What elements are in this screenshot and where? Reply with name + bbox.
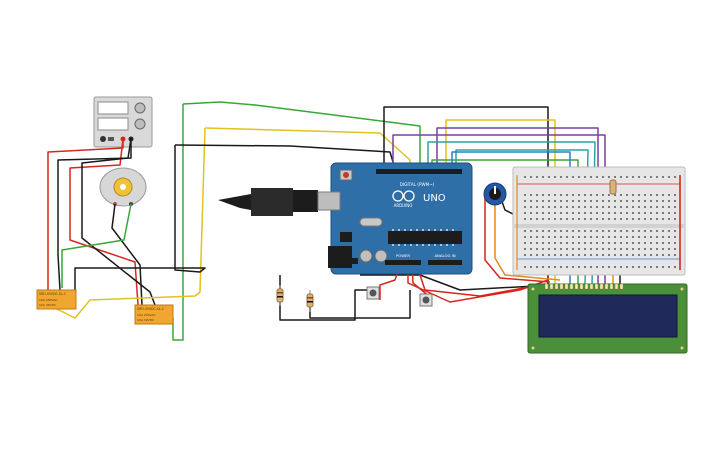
arduino-uno-board: DIGITAL (PWM~) ARDUINO UNO POWER ANALOG … <box>218 162 473 275</box>
usb-cable <box>218 194 251 210</box>
power-header-label: POWER <box>396 253 410 258</box>
breadboard-bottom-rows <box>520 230 678 260</box>
lcd-pin-header <box>544 283 624 290</box>
dc-motor <box>99 167 147 207</box>
relay-2-rating-dc: 10A 30VDC <box>137 318 154 322</box>
breadboard-bottom-rail <box>520 262 678 271</box>
microcontroller-chip <box>388 231 462 244</box>
breadboard <box>512 166 686 276</box>
crystal <box>359 217 383 227</box>
arduino-logo-text: ARDUINO <box>394 203 413 208</box>
capacitor <box>359 249 373 263</box>
usb-cable-connector <box>251 188 293 216</box>
relay-2: SRD-05VDC-SL-C 10A 250VAC 10A 30VDC <box>134 304 174 325</box>
resistor-1 <box>276 285 284 306</box>
relay-2-title: SRD-05VDC-SL-C <box>137 307 165 311</box>
pushbutton-2[interactable] <box>419 293 433 307</box>
usb-cable-plug <box>292 190 318 212</box>
digital-header-label: DIGITAL (PWM~) <box>400 182 435 187</box>
lcd-resistor <box>609 179 617 195</box>
power-supply <box>93 96 153 148</box>
digital-header[interactable] <box>376 169 462 174</box>
lcd-screen <box>538 294 678 338</box>
capacitor <box>374 249 388 263</box>
potentiometer[interactable] <box>483 182 507 206</box>
pushbutton-1[interactable] <box>366 286 380 300</box>
potentiometer-knob-icon <box>494 186 496 194</box>
supply-display-bottom <box>97 117 129 131</box>
supply-display-top <box>97 101 129 115</box>
supply-knob-icon[interactable] <box>134 102 146 114</box>
arduino-logo-icon <box>392 190 404 202</box>
resistor-2 <box>306 290 314 312</box>
board-model-label: UNO <box>423 193 446 204</box>
relay-1-rating-ac: 10A 250VAC <box>39 298 58 302</box>
relay-1: SRD-05VDC-SL-C 10A 250VAC 10A 30VDC <box>36 289 77 310</box>
relay-1-rating-dc: 10A 30VDC <box>39 303 56 307</box>
supply-terminal-icon <box>100 136 106 142</box>
power-jack <box>328 246 352 268</box>
power-header[interactable] <box>385 260 421 265</box>
usb-port <box>317 191 341 211</box>
breadboard-top-rail <box>520 172 678 182</box>
lcd-display <box>527 283 688 354</box>
relay-1-title: SRD-05VDC-SL-C <box>39 292 67 296</box>
relay-2-rating-ac: 10A 250VAC <box>137 313 156 317</box>
breadboard-top-rows <box>520 193 678 223</box>
supply-knob-icon[interactable] <box>134 118 146 130</box>
analog-header[interactable] <box>428 260 462 265</box>
analog-header-label: ANALOG IN <box>434 253 455 258</box>
